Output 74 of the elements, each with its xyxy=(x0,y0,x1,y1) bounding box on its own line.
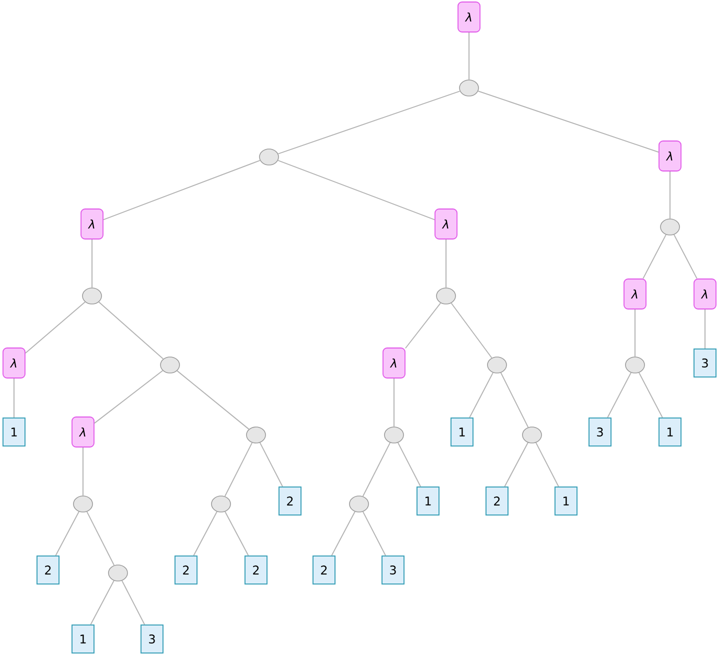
tree-line xyxy=(278,160,436,220)
number-box: 2 xyxy=(244,556,268,584)
number-box: 3 xyxy=(140,624,164,654)
tree-line xyxy=(450,302,492,358)
lambda-box: λ xyxy=(658,140,682,172)
tree-line xyxy=(634,308,636,358)
number-box: 3 xyxy=(694,348,716,378)
junction-circle xyxy=(82,288,102,304)
lambda-box: λ xyxy=(382,348,406,378)
tree-line xyxy=(362,442,391,497)
tree-line xyxy=(500,372,529,428)
tree-line xyxy=(674,234,698,280)
junction-circle xyxy=(459,80,479,96)
tree-line xyxy=(193,511,218,556)
number-box: 1 xyxy=(450,418,474,446)
tree-line xyxy=(404,302,442,349)
junction-circle xyxy=(660,218,680,236)
tree-line xyxy=(98,302,164,360)
lambda-box: λ xyxy=(624,278,646,310)
number-box: 2 xyxy=(278,486,302,516)
junction-circle xyxy=(246,426,266,444)
number-box: 1 xyxy=(416,486,440,516)
number-box: 2 xyxy=(36,556,60,584)
tree-line xyxy=(535,442,560,487)
junction-circle xyxy=(73,496,93,512)
tree-line xyxy=(102,160,260,220)
tree-line xyxy=(362,511,386,556)
lambda-box: λ xyxy=(2,348,26,378)
junction-circle xyxy=(259,148,279,166)
tree-line xyxy=(90,580,114,625)
tree-line xyxy=(642,234,666,280)
tree-line xyxy=(468,32,470,80)
tree-line xyxy=(331,511,356,556)
tree-line xyxy=(278,90,460,154)
number-box: 3 xyxy=(382,556,404,584)
lambda-box: λ xyxy=(80,208,104,240)
tree-line xyxy=(469,372,494,418)
junction-circle xyxy=(384,426,404,444)
junction-circle xyxy=(211,496,231,512)
lambda-box: λ xyxy=(458,2,480,32)
tree-line xyxy=(638,372,663,418)
number-box: 2 xyxy=(486,486,508,516)
junction-circle xyxy=(436,288,456,304)
tree-line xyxy=(86,511,115,566)
tree-line xyxy=(504,442,528,487)
tree-line xyxy=(397,442,422,487)
lambda-box: λ xyxy=(694,278,716,310)
tree-line xyxy=(478,90,660,153)
junction-circle xyxy=(487,356,507,374)
tree-line xyxy=(94,370,164,424)
tree-line xyxy=(24,301,86,354)
tree-line xyxy=(82,446,84,496)
number-box: 1 xyxy=(2,418,26,446)
lambda-box: λ xyxy=(72,416,94,448)
tree-line xyxy=(224,442,253,497)
number-box: 1 xyxy=(72,624,94,654)
junction-circle xyxy=(625,356,645,374)
tree-line xyxy=(176,370,250,430)
number-box: 1 xyxy=(554,486,578,516)
tree-line xyxy=(121,580,146,625)
junction-circle xyxy=(108,564,128,582)
number-box: 2 xyxy=(312,556,336,584)
number-box: 1 xyxy=(658,418,682,446)
lambda-box: λ xyxy=(434,208,458,240)
junction-circle xyxy=(349,496,369,512)
tree-line xyxy=(704,308,706,349)
tree-line xyxy=(607,372,632,418)
number-box: 2 xyxy=(174,556,198,584)
junction-circle xyxy=(160,356,180,374)
tree-line xyxy=(224,511,249,556)
number-box: 3 xyxy=(588,418,612,446)
junction-circle xyxy=(522,426,542,444)
tree-line xyxy=(55,511,80,556)
tree-line xyxy=(259,442,284,487)
